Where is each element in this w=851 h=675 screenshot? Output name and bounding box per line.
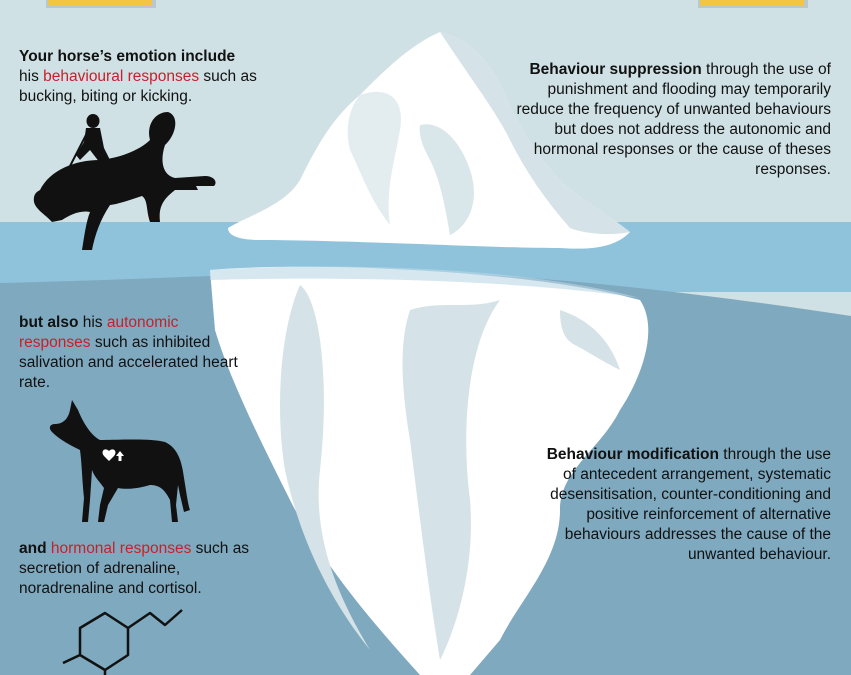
behavioural-responses-highlight: behavioural responses <box>43 68 200 85</box>
emotion-pre: his <box>19 68 39 85</box>
hormonal-post: such as secretion of adrenaline, noradre… <box>19 540 250 597</box>
emotion-post: such as bucking, biting or kicking. <box>19 68 257 105</box>
horse-heart-rate-icon <box>49 400 191 522</box>
autonomic-pre: his <box>82 314 103 331</box>
suppression-rest: through the use of punishment and floodi… <box>516 61 831 178</box>
suppression-text: Behaviour suppression through the use of… <box>505 60 831 180</box>
bucking-horse-rider-icon <box>33 112 216 250</box>
tab-left <box>48 0 152 6</box>
modification-rest: through the use of antecedent arrangemen… <box>550 446 831 563</box>
hormonal-bold: and <box>19 540 47 557</box>
tab-right <box>700 0 804 6</box>
autonomic-text: but also his autonomic responses such as… <box>19 313 249 393</box>
ice-shadow-right <box>560 310 620 370</box>
hormonal-text: and hormonal responses such as secretion… <box>19 539 264 599</box>
modification-bold: Behaviour modification <box>546 446 719 463</box>
emotion-text: Your horse’s emotion include his behaviou… <box>19 47 279 107</box>
iceberg-shade-right <box>440 32 630 235</box>
iceberg-shade-center <box>419 124 474 235</box>
emotion-bold: Your horse’s emotion include <box>19 48 236 65</box>
autonomic-bold: but also <box>19 314 79 331</box>
ice-shadow-middle <box>402 300 500 660</box>
iceberg-shade-left <box>347 91 401 225</box>
autonomic-responses-highlight: autonomic responses <box>19 314 179 351</box>
hormonal-responses-highlight: hormonal responses <box>50 540 192 557</box>
water-line <box>210 266 640 298</box>
autonomic-post: such as inhibited salivation and acceler… <box>19 334 238 391</box>
modification-text: Behaviour modification through the use o… <box>535 445 831 565</box>
hormone-molecule-icon <box>62 609 183 675</box>
ice-shadow-left <box>280 285 370 650</box>
suppression-bold: Behaviour suppression <box>529 61 702 78</box>
